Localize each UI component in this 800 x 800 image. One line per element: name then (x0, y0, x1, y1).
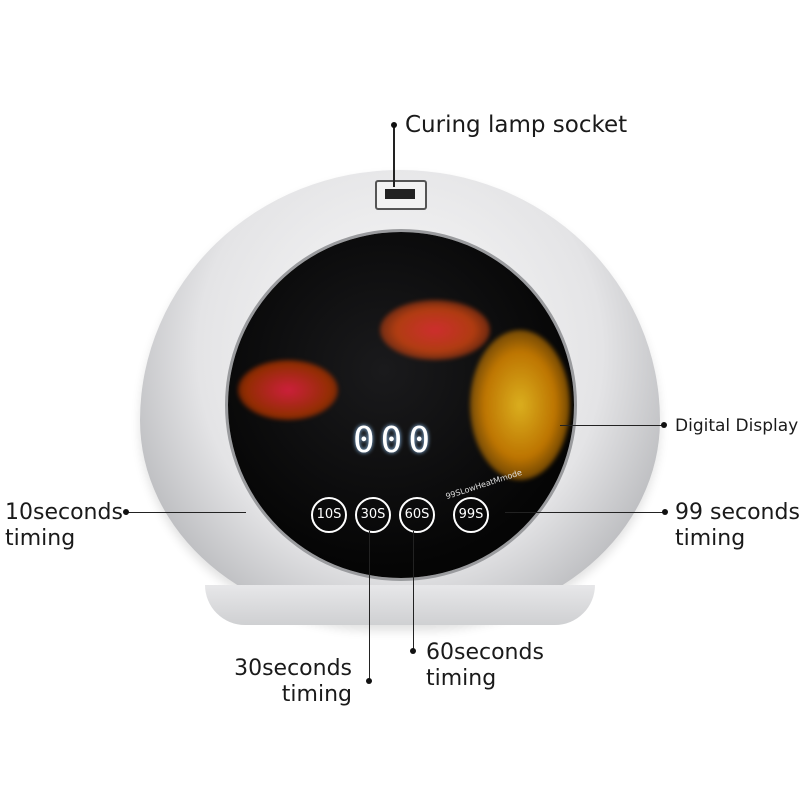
socket-leader-line (393, 125, 395, 187)
t30-leader-dot (366, 678, 372, 684)
t99-leader-line (505, 512, 665, 513)
timer-10s-button[interactable]: 10S (311, 497, 347, 533)
socket-label: Curing lamp socket (405, 112, 628, 138)
t30-leader-line (369, 531, 370, 681)
t10-leader-line (128, 512, 246, 513)
display-leader-dot (661, 422, 667, 428)
phoenix-top-decoration (380, 300, 490, 360)
phoenix-right-decoration (470, 330, 570, 480)
timer-30s-button[interactable]: 30S (355, 497, 391, 533)
phoenix-left-decoration (238, 360, 338, 420)
usb-socket (375, 180, 427, 210)
timer-60s-button[interactable]: 60S (399, 497, 435, 533)
lamp-base (205, 585, 595, 625)
digital-display-readout: 000 (353, 420, 437, 461)
t10-leader-dot (123, 509, 129, 515)
t60-leader-line (413, 531, 414, 651)
socket-leader-dot (391, 122, 397, 128)
timer-99s-button[interactable]: 99S (453, 497, 489, 533)
display-label: Digital Display (675, 416, 799, 436)
t99-leader-dot (662, 509, 668, 515)
t60-leader-dot (410, 648, 416, 654)
display-leader-line (560, 425, 664, 426)
